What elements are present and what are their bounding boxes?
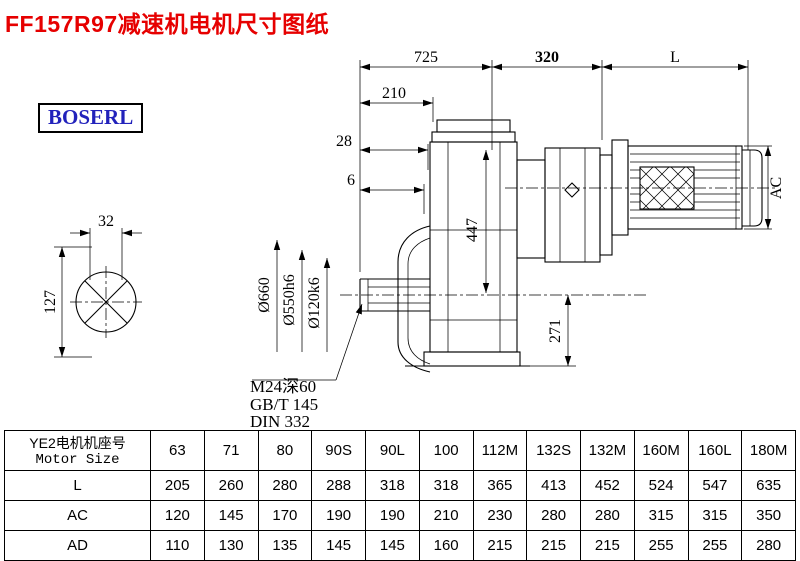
value-cell: 547 xyxy=(687,470,743,501)
dim-label-127: 127 xyxy=(42,290,59,314)
size-cell: 63 xyxy=(150,430,205,471)
value-cell: 160 xyxy=(418,530,474,561)
dim-label-660: Ø660 xyxy=(256,277,273,313)
value-cell: 288 xyxy=(311,470,366,501)
dim-label-550: Ø550h6 xyxy=(281,274,298,326)
size-cell: 160L xyxy=(687,430,743,471)
dim-label-28: 28 xyxy=(336,133,352,150)
value-cell: 280 xyxy=(580,500,635,531)
table-header-cell: YE2电机机座号 Motor Size xyxy=(4,430,151,471)
value-cell: 280 xyxy=(741,530,796,561)
top-dimension-lines: 725 320 L 210 28 6 xyxy=(336,49,749,272)
value-cell: 452 xyxy=(580,470,635,501)
thread-note: M24深60 GB/T 145 DIN 332 xyxy=(250,303,363,429)
row-label: L xyxy=(4,470,151,501)
motor-size-table: YE2电机机座号 Motor Size 63 71 80 90S 90L 100… xyxy=(4,430,796,561)
brand-logo: BOSERL xyxy=(38,103,144,133)
dim-label-210: 210 xyxy=(382,85,406,102)
value-cell: 145 xyxy=(311,530,366,561)
size-cell: 180M xyxy=(741,430,796,471)
value-cell: 280 xyxy=(257,470,313,501)
table-row-AD: AD 110 130 135 145 145 160 215 215 215 2… xyxy=(4,530,796,561)
diamond-logo-mark xyxy=(564,182,580,198)
value-cell: 110 xyxy=(150,530,205,561)
dim-label-447: 447 xyxy=(464,218,481,242)
value-cell: 210 xyxy=(418,500,474,531)
value-cell: 365 xyxy=(472,470,528,501)
value-cell: 190 xyxy=(365,500,420,531)
value-cell: 318 xyxy=(418,470,474,501)
table-row-AC: AC 120 145 170 190 190 210 230 280 280 3… xyxy=(4,500,796,531)
value-cell: 215 xyxy=(526,530,581,561)
value-cell: 145 xyxy=(203,500,259,531)
value-cell: 318 xyxy=(365,470,420,501)
value-cell: 413 xyxy=(526,470,581,501)
row-label: AD xyxy=(4,530,151,561)
value-cell: 280 xyxy=(526,500,581,531)
dim-label-725: 725 xyxy=(414,49,438,66)
diameter-callouts: Ø660 Ø550h6 Ø120k6 xyxy=(256,240,331,352)
note-din-standard: DIN 332 xyxy=(250,412,310,429)
dim-label-120: Ø120k6 xyxy=(306,277,323,329)
value-cell: 135 xyxy=(257,530,313,561)
size-cell: 132S xyxy=(526,430,581,471)
size-cell: 112M xyxy=(472,430,528,471)
gearbox-main-view xyxy=(340,119,648,373)
value-cell: 215 xyxy=(580,530,635,561)
dim-label-AC: AC xyxy=(768,177,785,199)
value-cell: 260 xyxy=(203,470,259,501)
technical-drawing: 725 320 L 210 28 6 32 127 xyxy=(42,49,785,429)
header-label-en: Motor Size xyxy=(35,451,120,468)
vertical-dimension-lines: AC 447 271 xyxy=(464,145,785,367)
value-cell: 255 xyxy=(633,530,689,561)
value-cell: 635 xyxy=(741,470,796,501)
value-cell: 190 xyxy=(311,500,366,531)
value-cell: 230 xyxy=(472,500,528,531)
note-gb-standard: GB/T 145 xyxy=(250,395,318,414)
dim-label-320: 320 xyxy=(535,49,559,66)
value-cell: 205 xyxy=(150,470,205,501)
dim-label-32: 32 xyxy=(98,213,114,230)
dim-label-271: 271 xyxy=(547,319,564,343)
dim-label-6: 6 xyxy=(347,172,355,189)
value-cell: 524 xyxy=(633,470,689,501)
value-cell: 315 xyxy=(633,500,689,531)
dim-label-L: L xyxy=(670,49,680,66)
size-cell: 100 xyxy=(418,430,474,471)
note-thread: M24深60 xyxy=(250,377,316,396)
size-cell: 90S xyxy=(311,430,366,471)
table-header-row: YE2电机机座号 Motor Size 63 71 80 90S 90L 100… xyxy=(4,430,796,471)
coupling-housing xyxy=(516,147,613,263)
value-cell: 255 xyxy=(687,530,743,561)
motor xyxy=(505,139,775,236)
size-cell: 132M xyxy=(580,430,635,471)
size-cell: 160M xyxy=(633,430,689,471)
value-cell: 350 xyxy=(741,500,796,531)
value-cell: 145 xyxy=(365,530,420,561)
size-cell: 90L xyxy=(365,430,420,471)
page-title: FF157R97减速机电机尺寸图纸 xyxy=(5,11,330,37)
table-row-L: L 205 260 280 288 318 318 365 413 452 52… xyxy=(4,470,796,501)
size-cell: 80 xyxy=(257,430,313,471)
value-cell: 315 xyxy=(687,500,743,531)
value-cell: 215 xyxy=(472,530,528,561)
header-label-cn: YE2电机机座号 xyxy=(29,434,126,451)
value-cell: 170 xyxy=(257,500,313,531)
shaft-end-view: 32 127 xyxy=(42,213,142,358)
size-cell: 71 xyxy=(203,430,259,471)
value-cell: 130 xyxy=(203,530,259,561)
value-cell: 120 xyxy=(150,500,205,531)
row-label: AC xyxy=(4,500,151,531)
